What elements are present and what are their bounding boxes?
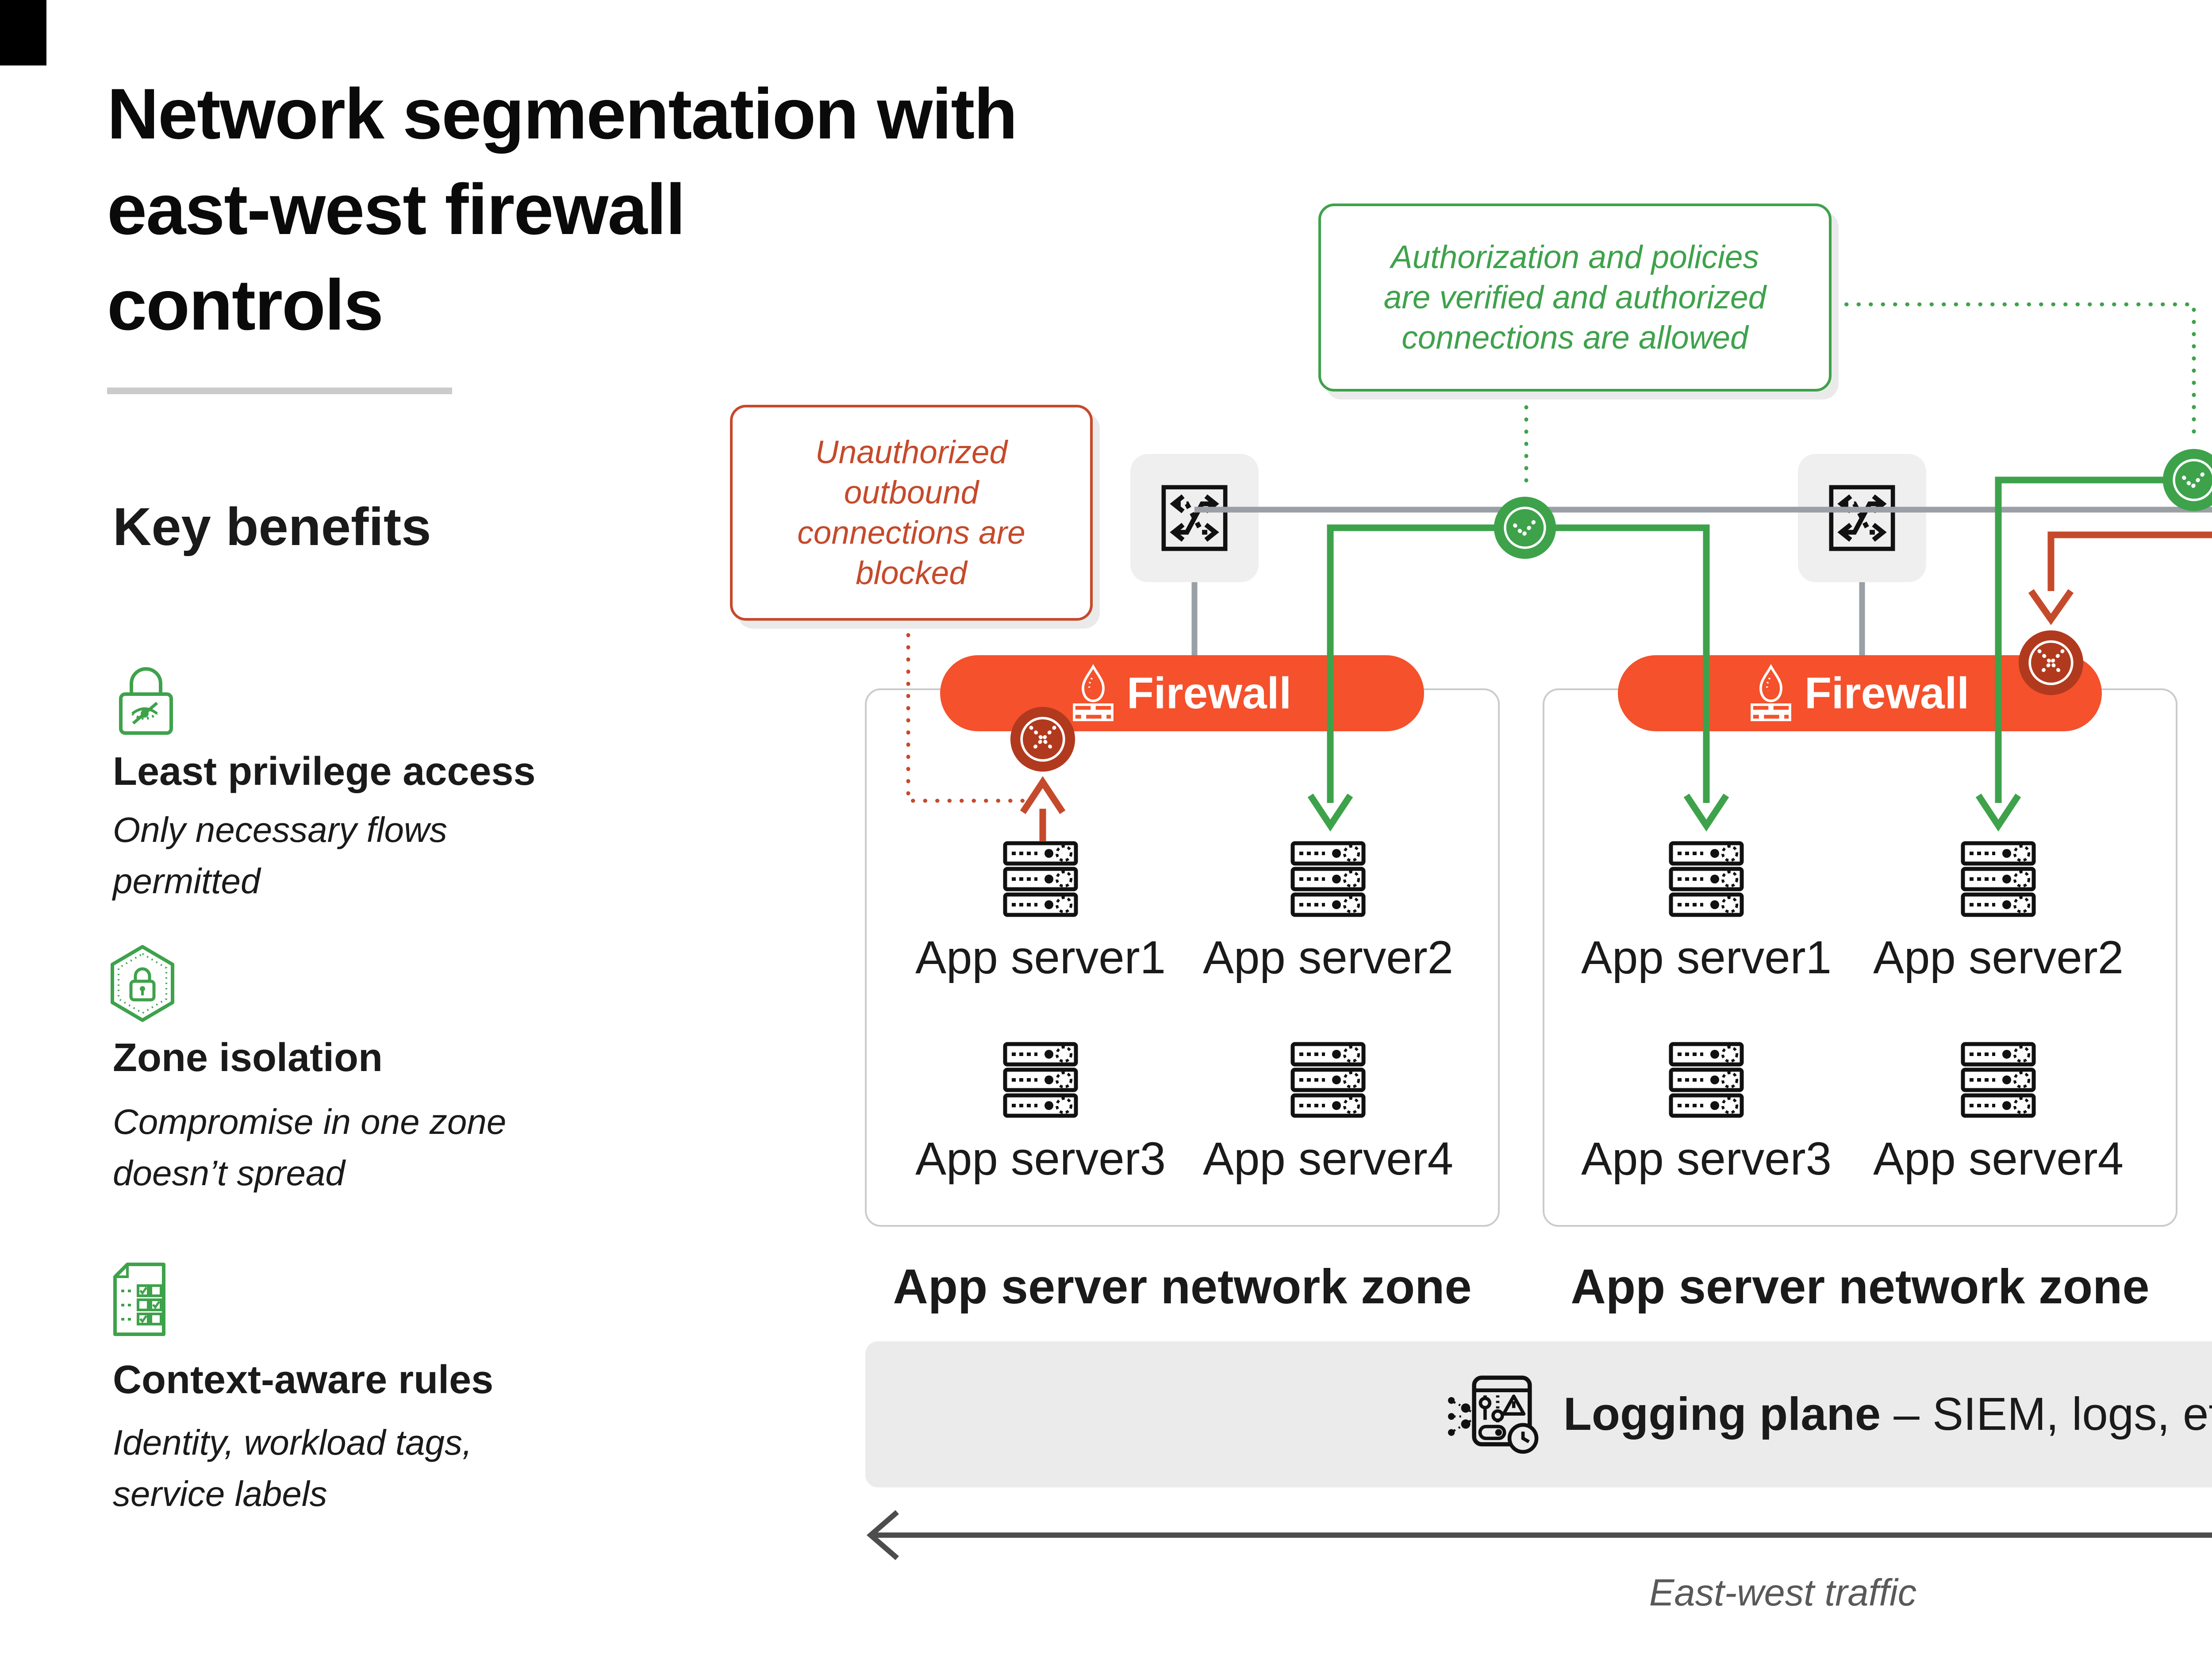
title-line-3: controls — [107, 265, 384, 345]
server-label: App server3 — [915, 1133, 1166, 1185]
app-server-rack-icon — [1003, 841, 1078, 917]
trunk-lines — [1191, 507, 2212, 655]
app-server-rack-icon — [1003, 1042, 1078, 1118]
callout-authorized-connections: Authorization and policies are verified … — [1318, 204, 1832, 392]
page-title: Network segmentation with east-west fire… — [107, 66, 1390, 353]
east-west-arrow — [866, 1510, 2212, 1560]
benefit-1-title: Least privilege access — [113, 749, 536, 794]
logging-plane-title: Logging plane — [1563, 1388, 1881, 1440]
firewall-flame-brick-icon — [1751, 664, 1791, 722]
benefit-3-title: Context-aware rules — [113, 1358, 494, 1402]
firewall-2-label: Firewall — [1804, 668, 1970, 718]
title-line-2: east-west firewall — [107, 169, 686, 250]
switch-icon — [1161, 485, 1228, 551]
brand-corner-tab — [0, 0, 46, 65]
switch-2 — [1798, 454, 1926, 582]
switch-1 — [1130, 454, 1259, 582]
server-label: App server1 — [1581, 932, 1832, 983]
shield-lock-icon — [111, 945, 174, 1022]
firewall-1: Firewall — [940, 655, 1424, 731]
server-label: App server2 — [1202, 932, 1454, 983]
zone-2-caption: App server network zone — [1571, 1260, 2150, 1314]
benefit-2-desc: Compromise in one zone doesn’t spread — [113, 1102, 507, 1193]
app-server-rack-icon — [1669, 1042, 1744, 1118]
app-server-rack-icon — [1669, 841, 1744, 917]
app-server-rack-icon — [1290, 1042, 1366, 1118]
callout-unauthorized-outbound: Unauthorized outbound connections are bl… — [730, 405, 1093, 621]
firewall-2: Firewall — [1618, 655, 2102, 731]
app-server-rack-icon — [1961, 1042, 2036, 1118]
checklist-doc-icon — [113, 1263, 165, 1336]
server-label: App server2 — [1873, 932, 2124, 983]
check-circle-icon — [1494, 497, 1556, 559]
key-benefits-heading: Key benefits — [113, 496, 431, 557]
zone-1-caption: App server network zone — [893, 1260, 1472, 1314]
logging-plane-bar: Logging plane – SIEM, logs, etc. — [865, 1341, 2212, 1487]
switch-icon — [1829, 485, 1895, 551]
server-label: App server4 — [1202, 1133, 1454, 1185]
server-label: App server1 — [915, 932, 1166, 983]
server-label: App server4 — [1873, 1133, 2124, 1185]
east-west-traffic-label: East-west traffic — [1649, 1572, 1917, 1614]
firewall-flame-brick-icon — [1073, 664, 1114, 722]
check-circle-icon — [2163, 449, 2212, 511]
benefit-3-desc: Identity, workload tags, service labels — [113, 1423, 472, 1513]
benefit-1-desc: Only necessary flows permitted — [113, 810, 447, 901]
title-line-1: Network segmentation with — [107, 74, 1018, 154]
app-server-rack-icon — [1961, 841, 2036, 917]
benefit-2-title: Zone isolation — [113, 1036, 383, 1080]
logging-plane-icon — [1448, 1375, 1539, 1454]
logging-plane-text: Logging plane – SIEM, logs, etc. — [1563, 1388, 2212, 1441]
server-label: App server3 — [1581, 1133, 1832, 1185]
title-divider — [107, 388, 452, 394]
app-server-rack-icon — [1290, 841, 1366, 917]
lock-eye-icon — [119, 667, 173, 735]
firewall-1-label: Firewall — [1126, 668, 1292, 718]
logging-plane-detail: – SIEM, logs, etc. — [1893, 1388, 2212, 1440]
